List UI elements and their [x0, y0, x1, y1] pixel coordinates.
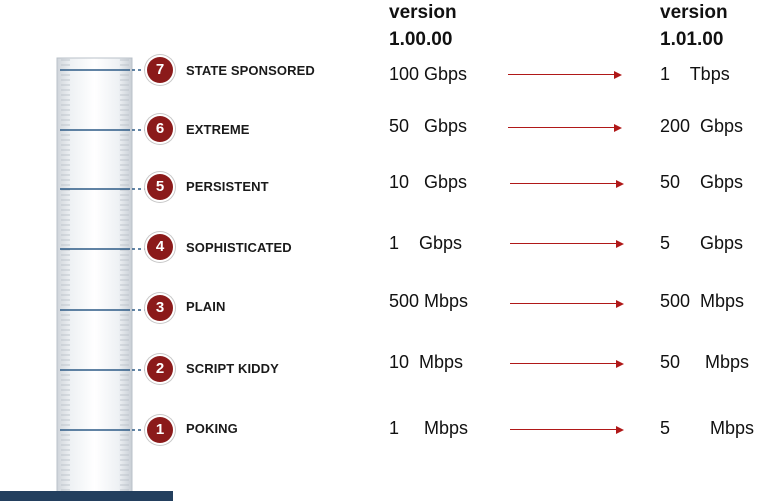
- level-5-name: PERSISTENT: [186, 179, 269, 194]
- level-5-badge: 5: [147, 174, 173, 200]
- level-1-name: POKING: [186, 421, 238, 436]
- level-3-badge: 3: [147, 295, 173, 321]
- level-4-arrow: [510, 239, 624, 249]
- header-old-line1: version: [389, 2, 457, 23]
- level-4-old-value: 1 Gbps: [389, 233, 463, 253]
- header-old-line2: 1.00.00: [389, 29, 453, 50]
- level-5-old-value: 10 Gbps: [389, 172, 468, 192]
- level-1-arrow: [510, 425, 624, 435]
- level-4-new-value: 5 Gbps: [660, 233, 744, 253]
- level-7-name: STATE SPONSORED: [186, 63, 315, 78]
- level-2-name: SCRIPT KIDDY: [186, 361, 279, 376]
- level-6-old-value: 50 Gbps: [389, 116, 468, 136]
- level-6-name: EXTREME: [186, 122, 250, 137]
- level-5-new-value: 50 Gbps: [660, 172, 744, 192]
- level-6-new-value: 200 Gbps: [660, 116, 744, 136]
- level-6-badge: 6: [147, 116, 173, 142]
- level-1-new-value: 5 Mbps: [660, 418, 755, 438]
- level-3-arrow: [510, 299, 624, 309]
- level-7-arrow: [508, 70, 622, 80]
- level-2-old-value: 10 Mbps: [389, 352, 464, 372]
- level-6-arrow: [508, 123, 622, 133]
- level-7-badge: 7: [147, 57, 173, 83]
- level-3-new-value: 500 Mbps: [660, 291, 745, 311]
- header-new-line1: version: [660, 2, 728, 23]
- level-2-arrow: [510, 359, 624, 369]
- level-4-name: SOPHISTICATED: [186, 240, 292, 255]
- level-4-badge: 4: [147, 234, 173, 260]
- thermometer-scale: [56, 57, 146, 493]
- major-ticks: [60, 69, 146, 431]
- minor-ticks: [61, 59, 129, 491]
- header-new-version: version 1.01.00: [660, 0, 728, 53]
- level-5-arrow: [510, 179, 624, 189]
- scale-base: [0, 491, 173, 501]
- level-1-old-value: 1 Mbps: [389, 418, 469, 438]
- level-2-new-value: 50 Mbps: [660, 352, 750, 372]
- level-7-new-value: 1 Tbps: [660, 64, 730, 84]
- level-3-name: PLAIN: [186, 299, 226, 314]
- level-1-badge: 1: [147, 417, 173, 443]
- header-new-line2: 1.01.00: [660, 29, 724, 50]
- level-7-old-value: 100 Gbps: [389, 64, 468, 84]
- level-2-badge: 2: [147, 356, 173, 382]
- level-3-old-value: 500 Mbps: [389, 291, 469, 311]
- header-old-version: version 1.00.00: [389, 0, 457, 53]
